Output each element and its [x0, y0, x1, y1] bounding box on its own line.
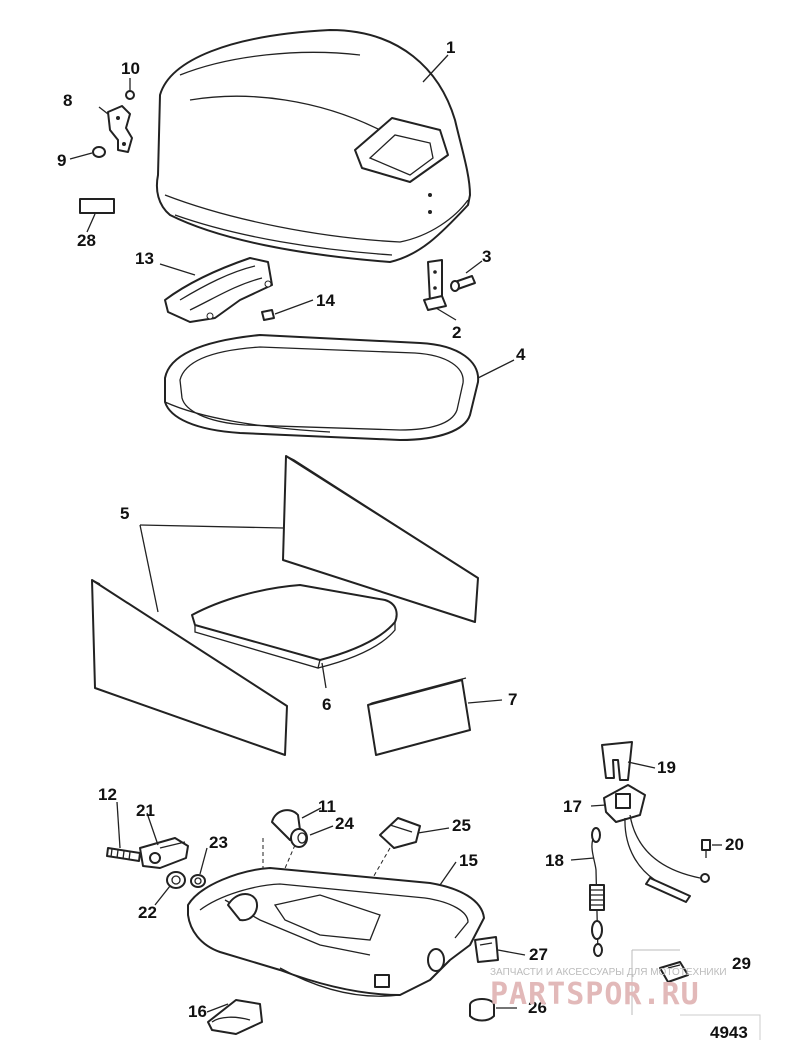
acoustic-panel-left-part [91, 579, 288, 756]
callout-22: 22 [138, 903, 157, 922]
callout-23: 23 [209, 833, 228, 852]
cowl-latch-part [379, 817, 421, 849]
callout-8: 8 [63, 91, 72, 110]
washer-part [190, 874, 206, 888]
acoustic-pad-small-part [367, 677, 471, 756]
callout-16: 16 [188, 1002, 207, 1021]
hinge-bracket-part [107, 105, 133, 153]
seal-grommet-part [207, 999, 263, 1035]
callout-12: 12 [98, 785, 117, 804]
callout-7: 7 [508, 690, 517, 709]
leader-lines [69, 54, 722, 1013]
fastener-part [659, 961, 689, 983]
cowl-seal-part [164, 334, 480, 441]
watermark-logo: PARTSPOR.RU [490, 977, 700, 1012]
callout-27: 27 [529, 945, 548, 964]
cable-clip-part [474, 936, 499, 963]
latch-part [164, 257, 273, 323]
grommet-part [290, 828, 308, 848]
acoustic-panel-right-part [282, 455, 479, 623]
pin-part [450, 275, 476, 292]
callout-3: 3 [482, 247, 491, 266]
callout-21: 21 [136, 801, 155, 820]
callout-13: 13 [135, 249, 154, 268]
figure-frame [631, 949, 761, 1040]
callout-20: 20 [725, 835, 744, 854]
acoustic-pad-top-part [191, 584, 398, 669]
latch-bracket-part [423, 259, 447, 311]
callout-24: 24 [335, 814, 354, 833]
callout-6: 6 [322, 695, 331, 714]
callout-1: 1 [446, 38, 455, 57]
screw-part [125, 90, 135, 100]
callout-17: 17 [563, 797, 582, 816]
callout-5: 5 [120, 504, 129, 523]
callout-18: 18 [545, 851, 564, 870]
callout-9: 9 [57, 151, 66, 170]
callout-26: 26 [528, 998, 547, 1017]
callout-25: 25 [452, 816, 471, 835]
bushing-part [166, 871, 186, 889]
callout-29: 29 [732, 954, 751, 973]
retaining-clip-part [601, 741, 633, 781]
callout-15: 15 [459, 851, 478, 870]
callout-2: 2 [452, 323, 461, 342]
lanyard-part [589, 827, 605, 957]
callout-11: 11 [318, 797, 336, 816]
bottom-cowl-part [187, 867, 485, 997]
callout-28: 28 [77, 231, 96, 250]
bolt-part [106, 847, 141, 862]
switch-screw-part [701, 839, 711, 858]
decal-part [79, 198, 115, 214]
top-cowl-part [155, 29, 471, 263]
callout-19: 19 [657, 758, 676, 777]
latch-lever-part [139, 837, 189, 869]
stop-switch-part [603, 784, 710, 903]
watermark-caption: ЗАПЧАСТИ И АКСЕССУАРЫ ДЛЯ МОТОТЕХНИКИ [490, 967, 727, 978]
callout-labels: 1 2 3 4 5 6 7 8 9 10 11 12 13 14 15 16 1… [57, 38, 751, 1021]
plug-part [469, 998, 495, 1022]
watermark: ЗАПЧАСТИ И АКСЕССУАРЫ ДЛЯ МОТОТЕХНИКИ PA… [490, 967, 727, 1012]
callout-14: 14 [316, 291, 335, 310]
nut-part [92, 146, 106, 158]
figure-number: 4943 [710, 1023, 748, 1042]
callout-4: 4 [516, 345, 526, 364]
callout-10: 10 [121, 59, 140, 78]
latch-screw-part [261, 309, 275, 321]
